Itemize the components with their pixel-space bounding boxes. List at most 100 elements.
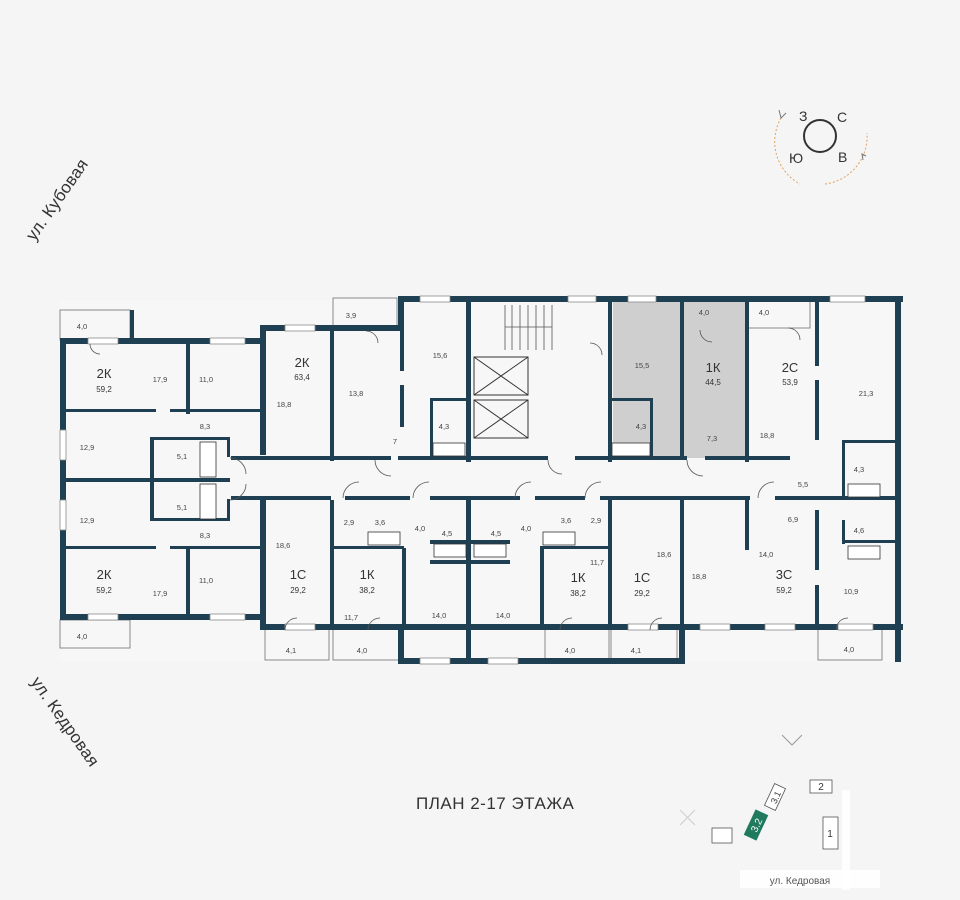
plan-title: ПЛАН 2-17 ЭТАЖА: [416, 794, 575, 813]
room-area: 3,9: [346, 311, 356, 320]
corridor: [231, 460, 786, 498]
room-area: 15,5: [635, 361, 650, 370]
apt-2k-sw-area: 59,2: [96, 586, 112, 595]
apt-2c-ne-area: 53,9: [782, 378, 798, 387]
room-area: 8,3: [200, 422, 210, 431]
room-area: 4,0: [77, 632, 87, 641]
room-area: 21,3: [859, 389, 874, 398]
room-area: 4,3: [854, 465, 864, 474]
compass-n: С: [837, 109, 847, 125]
room-area: 14,0: [496, 611, 511, 620]
room-area: 2,9: [591, 516, 601, 525]
room-area: 8,3: [200, 531, 210, 540]
room-area: 5,5: [798, 480, 808, 489]
room-area: 11,0: [199, 576, 213, 585]
compass-w: З: [799, 108, 807, 124]
room-area: 11,7: [344, 613, 358, 622]
compass-e: В: [838, 149, 847, 165]
building-3-1: 3.1: [763, 783, 787, 811]
apt-1k-ne-type: 1К: [706, 360, 721, 375]
apt-2k-nw-type: 2К: [97, 366, 112, 381]
apt-1k-s2-area: 38,2: [570, 589, 586, 598]
room-area: 18,8: [692, 572, 707, 581]
building-label: 2: [818, 782, 824, 793]
apt-1c-s1-type: 1С: [290, 567, 307, 582]
building-label: 3.1: [769, 790, 783, 806]
room-area: 4,5: [442, 529, 452, 538]
site-map: 3.2 3.1 2 1 ул. Кедровая: [679, 734, 880, 890]
room-area: 17,9: [153, 375, 168, 384]
room-area: 12,9: [80, 443, 95, 452]
room-area: 17,9: [153, 589, 168, 598]
room-area: 18,6: [276, 541, 291, 550]
room-area: 15,6: [433, 351, 448, 360]
compass-icon: З С Ю В: [774, 108, 868, 185]
room-area: 4,0: [699, 308, 709, 317]
apt-3c-se-area: 59,2: [776, 586, 792, 595]
apt-2c-ne-type: 2С: [782, 360, 799, 375]
stairwell: [472, 300, 610, 352]
bathroom-fixtures: [199, 441, 881, 560]
room-area: 4,0: [77, 322, 87, 331]
room-area: 4,0: [759, 308, 769, 317]
apt-1c-s2-type: 1С: [634, 570, 651, 585]
apartment-labels: 2К 59,2 2К 59,2 2К 63,4 1К 44,5 2С 53,9 …: [96, 355, 798, 598]
room-area: 4,0: [415, 524, 425, 533]
room-area: 4,0: [565, 646, 575, 655]
room-area: 4,3: [636, 422, 646, 431]
room-area-labels: 4,0 17,9 11,0 8,3 12,9 5,1 5,1 12,9 8,3 …: [77, 308, 874, 655]
room-area: 7: [393, 437, 397, 446]
building-label: 1: [827, 829, 833, 840]
room-area: 14,0: [432, 611, 447, 620]
room-area: 11,0: [199, 375, 213, 384]
apt-1k-s1-type: 1К: [360, 567, 375, 582]
apt-2k-n-area: 63,4: [294, 373, 310, 382]
room-area: 5,1: [177, 503, 187, 512]
room-area: 18,8: [277, 400, 292, 409]
room-area: 4,0: [844, 645, 854, 654]
apt-1k-s1-area: 38,2: [359, 586, 375, 595]
room-area: 4,0: [521, 524, 531, 533]
apt-1c-s1-area: 29,2: [290, 586, 306, 595]
building-2: [809, 779, 833, 794]
room-area: 4,3: [439, 422, 449, 431]
room-area: 4,5: [491, 529, 501, 538]
interior-walls: [66, 302, 895, 661]
balconies: [59, 297, 883, 661]
room-area: 4,0: [357, 646, 367, 655]
room-area: 2,9: [344, 518, 354, 527]
room-area: 5,1: [177, 452, 187, 461]
room-area: 10,9: [844, 587, 859, 596]
apt-2k-sw-type: 2К: [97, 567, 112, 582]
compass-s: Ю: [789, 150, 803, 166]
apt-1k-s2-type: 1К: [571, 570, 586, 585]
elevators: [473, 356, 529, 439]
room-area: 3,6: [375, 518, 385, 527]
room-area: 6,9: [788, 515, 798, 524]
apt-1c-s2-area: 29,2: [634, 589, 650, 598]
room-area: 12,9: [80, 516, 95, 525]
room-area: 11,7: [590, 558, 604, 567]
apt-1k-ne-area: 44,5: [705, 378, 721, 387]
apt-2k-nw-area: 59,2: [96, 385, 112, 394]
room-area: 18,6: [657, 550, 672, 559]
apt-2k-n-type: 2К: [295, 355, 310, 370]
highlighted-balcony: [683, 298, 745, 328]
room-area: 14,0: [759, 550, 774, 559]
corridor-walls: [60, 456, 895, 500]
room-area: 4,1: [631, 646, 641, 655]
building-1: [822, 816, 839, 850]
apt-3c-se-type: 3С: [776, 567, 793, 582]
building-label: 3.2: [749, 817, 765, 835]
room-area: 4,1: [286, 646, 296, 655]
building-3-2: 3.2: [743, 809, 769, 841]
room-area: 18,8: [760, 431, 775, 440]
room-area: 3,6: [561, 516, 571, 525]
room-area: 4,6: [854, 526, 864, 535]
room-area: 13,8: [349, 389, 364, 398]
doors: [89, 327, 849, 631]
room-area: 7,3: [707, 434, 717, 443]
site-map-street: ул. Кедровая: [770, 876, 830, 887]
windows: [59, 295, 874, 665]
